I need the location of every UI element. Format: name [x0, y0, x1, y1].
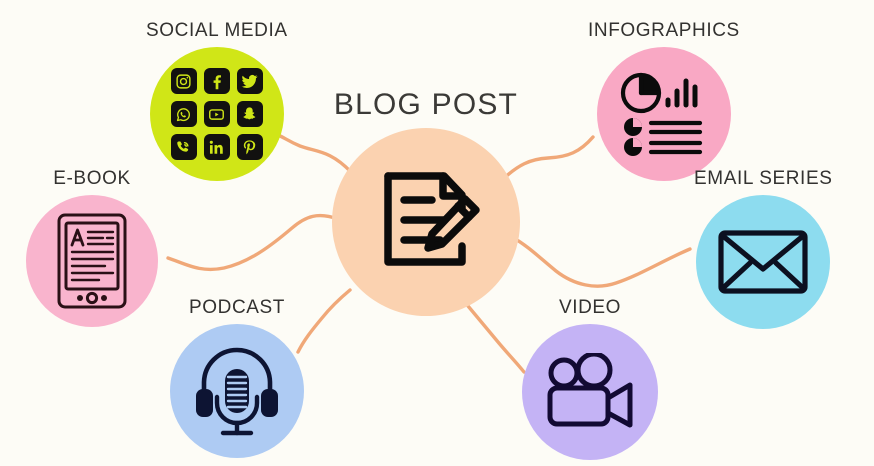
connector-center-to-ebook	[166, 213, 340, 272]
node-label-podcast: PODCAST	[188, 297, 286, 318]
node-email-series[interactable]: EMAIL SERIES	[694, 168, 832, 329]
bubble-email-series[interactable]	[696, 195, 831, 329]
node-label-email-series: EMAIL SERIES	[694, 168, 833, 189]
bubble-social-media[interactable]	[149, 47, 284, 181]
bubble-video[interactable]	[522, 324, 658, 460]
envelope-icon	[718, 230, 808, 294]
snapchat-icon	[236, 101, 263, 127]
connector-center-to-email	[510, 235, 692, 288]
pinterest-icon	[236, 134, 263, 160]
node-label-video: VIDEO	[558, 297, 622, 318]
bubble-e-book[interactable]	[26, 195, 158, 327]
node-label-social-media: SOCIAL MEDIA	[146, 20, 288, 41]
bubble-blog-post[interactable]	[332, 128, 520, 316]
whatsapp-icon	[170, 101, 197, 127]
youtube-icon	[203, 101, 230, 127]
linkedin-icon	[203, 134, 230, 160]
node-e-book[interactable]: E-BOOK	[26, 168, 158, 327]
twitter-icon	[236, 68, 263, 94]
viber-phone-icon	[170, 134, 197, 160]
node-label-infographics: INFOGRAPHICS	[588, 20, 740, 41]
bubble-infographics[interactable]	[596, 47, 731, 181]
node-blog-post[interactable]: BLOG POST	[332, 88, 520, 316]
bubble-podcast[interactable]	[170, 324, 304, 458]
movie-camera-icon	[547, 353, 633, 428]
pie-bar-chart-icon	[620, 72, 703, 156]
instagram-icon	[170, 68, 197, 94]
microphone-headphones-icon	[196, 347, 278, 436]
e-reader-tablet-icon	[57, 213, 127, 309]
social-media-grid-icon	[170, 68, 263, 160]
node-label-blog-post: BLOG POST	[333, 88, 519, 121]
node-social-media[interactable]: SOCIAL MEDIA	[146, 20, 288, 181]
node-infographics[interactable]: INFOGRAPHICS	[588, 20, 740, 181]
node-label-e-book: E-BOOK	[53, 168, 131, 189]
facebook-icon	[203, 68, 230, 94]
node-video[interactable]: VIDEO	[522, 297, 658, 460]
document-pencil-icon	[384, 172, 480, 266]
node-podcast[interactable]: PODCAST	[170, 297, 304, 458]
